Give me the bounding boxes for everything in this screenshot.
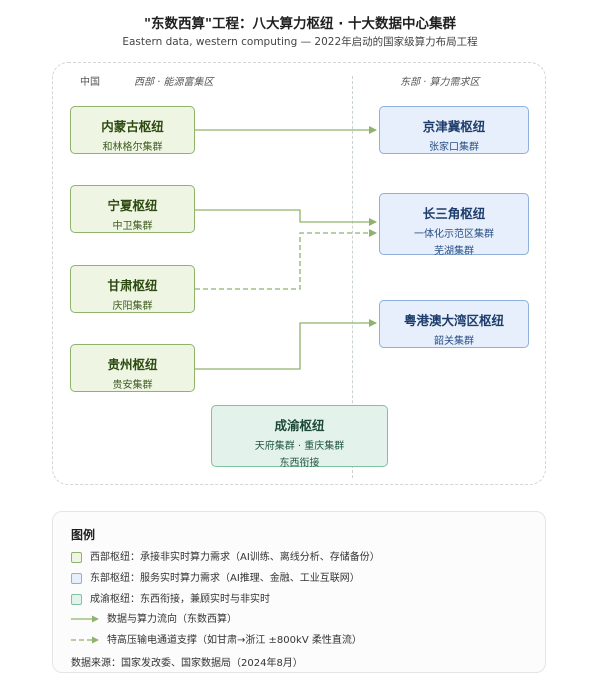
page-subtitle: Eastern data, western computing — 2022年启…: [122, 36, 478, 48]
node-ningxia[interactable]: 宁夏枢纽 中卫集群: [70, 185, 195, 233]
legend-label: 成渝枢纽：东西衔接，兼顾实时与非实时: [90, 594, 270, 605]
legend-item-hub: 成渝枢纽：东西衔接，兼顾实时与非实时: [71, 592, 270, 608]
legend: 图例 西部枢纽：承接非实时算力需求（AI训练、离线分析、存储备份） 东部枢纽：服…: [52, 511, 546, 673]
legend-label: 数据与算力流向（东数西算）: [107, 614, 237, 625]
legend-label: 特高压输电通道支撑（如甘肃→浙江 ±800kV 柔性直流）: [107, 635, 362, 646]
flow-guizhou-yuegangao: [195, 319, 377, 370]
node-name: 甘肃枢纽: [107, 278, 158, 293]
legend-item-west: 西部枢纽：承接非实时算力需求（AI训练、离线分析、存储备份）: [71, 550, 380, 566]
legend-swatch-hub: [71, 593, 82, 605]
legend-item-uhv: 特高压输电通道支撑（如甘肃→浙江 ±800kV 柔性直流）: [71, 633, 362, 649]
page-title: "东数西算"工程：八大算力枢纽 · 十大数据中心集群: [143, 16, 457, 32]
node-chengyu[interactable]: 成渝枢纽 天府集群 · 重庆集群 东西衔接: [211, 405, 388, 469]
node-name: 贵州枢纽: [107, 357, 158, 372]
node-cluster: 芜湖集群: [434, 246, 474, 257]
node-name: 京津冀枢纽: [422, 119, 486, 134]
legend-label: 东部枢纽：服务实时算力需求（AI推理、金融、工业互联网）: [90, 573, 360, 584]
node-name: 内蒙古枢纽: [101, 119, 164, 134]
node-cluster: 韶关集群: [434, 336, 474, 347]
node-cluster: 庆阳集群: [112, 301, 153, 312]
node-name: 长三角枢纽: [422, 206, 486, 221]
node-cluster: 一体化示范区集群: [414, 229, 494, 240]
node-cluster: 和林格尔集群: [102, 142, 163, 153]
legend-title: 图例: [71, 528, 96, 542]
node-gansu[interactable]: 甘肃枢纽 庆阳集群: [70, 265, 195, 313]
node-name: 成渝枢纽: [274, 418, 325, 433]
flow-ningxia-changsanjiao: [195, 209, 377, 226]
region-label-east: 东部 · 算力需求区: [400, 77, 480, 88]
legend-dashed-arrow-icon: [71, 636, 99, 644]
node-cluster: 张家口集群: [429, 142, 479, 153]
region-divider: [352, 76, 353, 478]
data-source: 数据来源：国家发改委、国家数据局（2024年8月）: [71, 658, 303, 669]
node-yuegangao[interactable]: 粤港澳大湾区枢纽 韶关集群: [379, 300, 529, 348]
node-cluster: 贵安集群: [112, 380, 153, 391]
node-jingjinji[interactable]: 京津冀枢纽 张家口集群: [379, 106, 529, 154]
region-label-country: 中国: [80, 77, 100, 88]
legend-label: 西部枢纽：承接非实时算力需求（AI训练、离线分析、存储备份）: [90, 552, 380, 563]
legend-swatch-east: [71, 572, 82, 584]
node-neimenggu[interactable]: 内蒙古枢纽 和林格尔集群: [70, 106, 195, 154]
node-cluster: 中卫集群: [112, 221, 153, 232]
map-frame: [52, 62, 546, 485]
legend-item-east: 东部枢纽：服务实时算力需求（AI推理、金融、工业互联网）: [71, 571, 360, 587]
node-note: 东西衔接: [279, 458, 320, 469]
uhv-gansu-changsanjiao: [195, 229, 377, 290]
node-name: 粤港澳大湾区枢纽: [403, 313, 504, 328]
node-name: 宁夏枢纽: [107, 198, 158, 213]
node-guizhou[interactable]: 贵州枢纽 贵安集群: [70, 344, 195, 392]
region-label-west: 西部 · 能源富集区: [134, 77, 214, 88]
node-changsanjiao[interactable]: 长三角枢纽 一体化示范区集群 芜湖集群: [379, 193, 529, 257]
legend-swatch-west: [71, 551, 82, 563]
node-cluster: 天府集群 · 重庆集群: [254, 441, 345, 452]
legend-solid-arrow-icon: [71, 615, 99, 623]
legend-item-flow: 数据与算力流向（东数西算）: [71, 612, 237, 628]
